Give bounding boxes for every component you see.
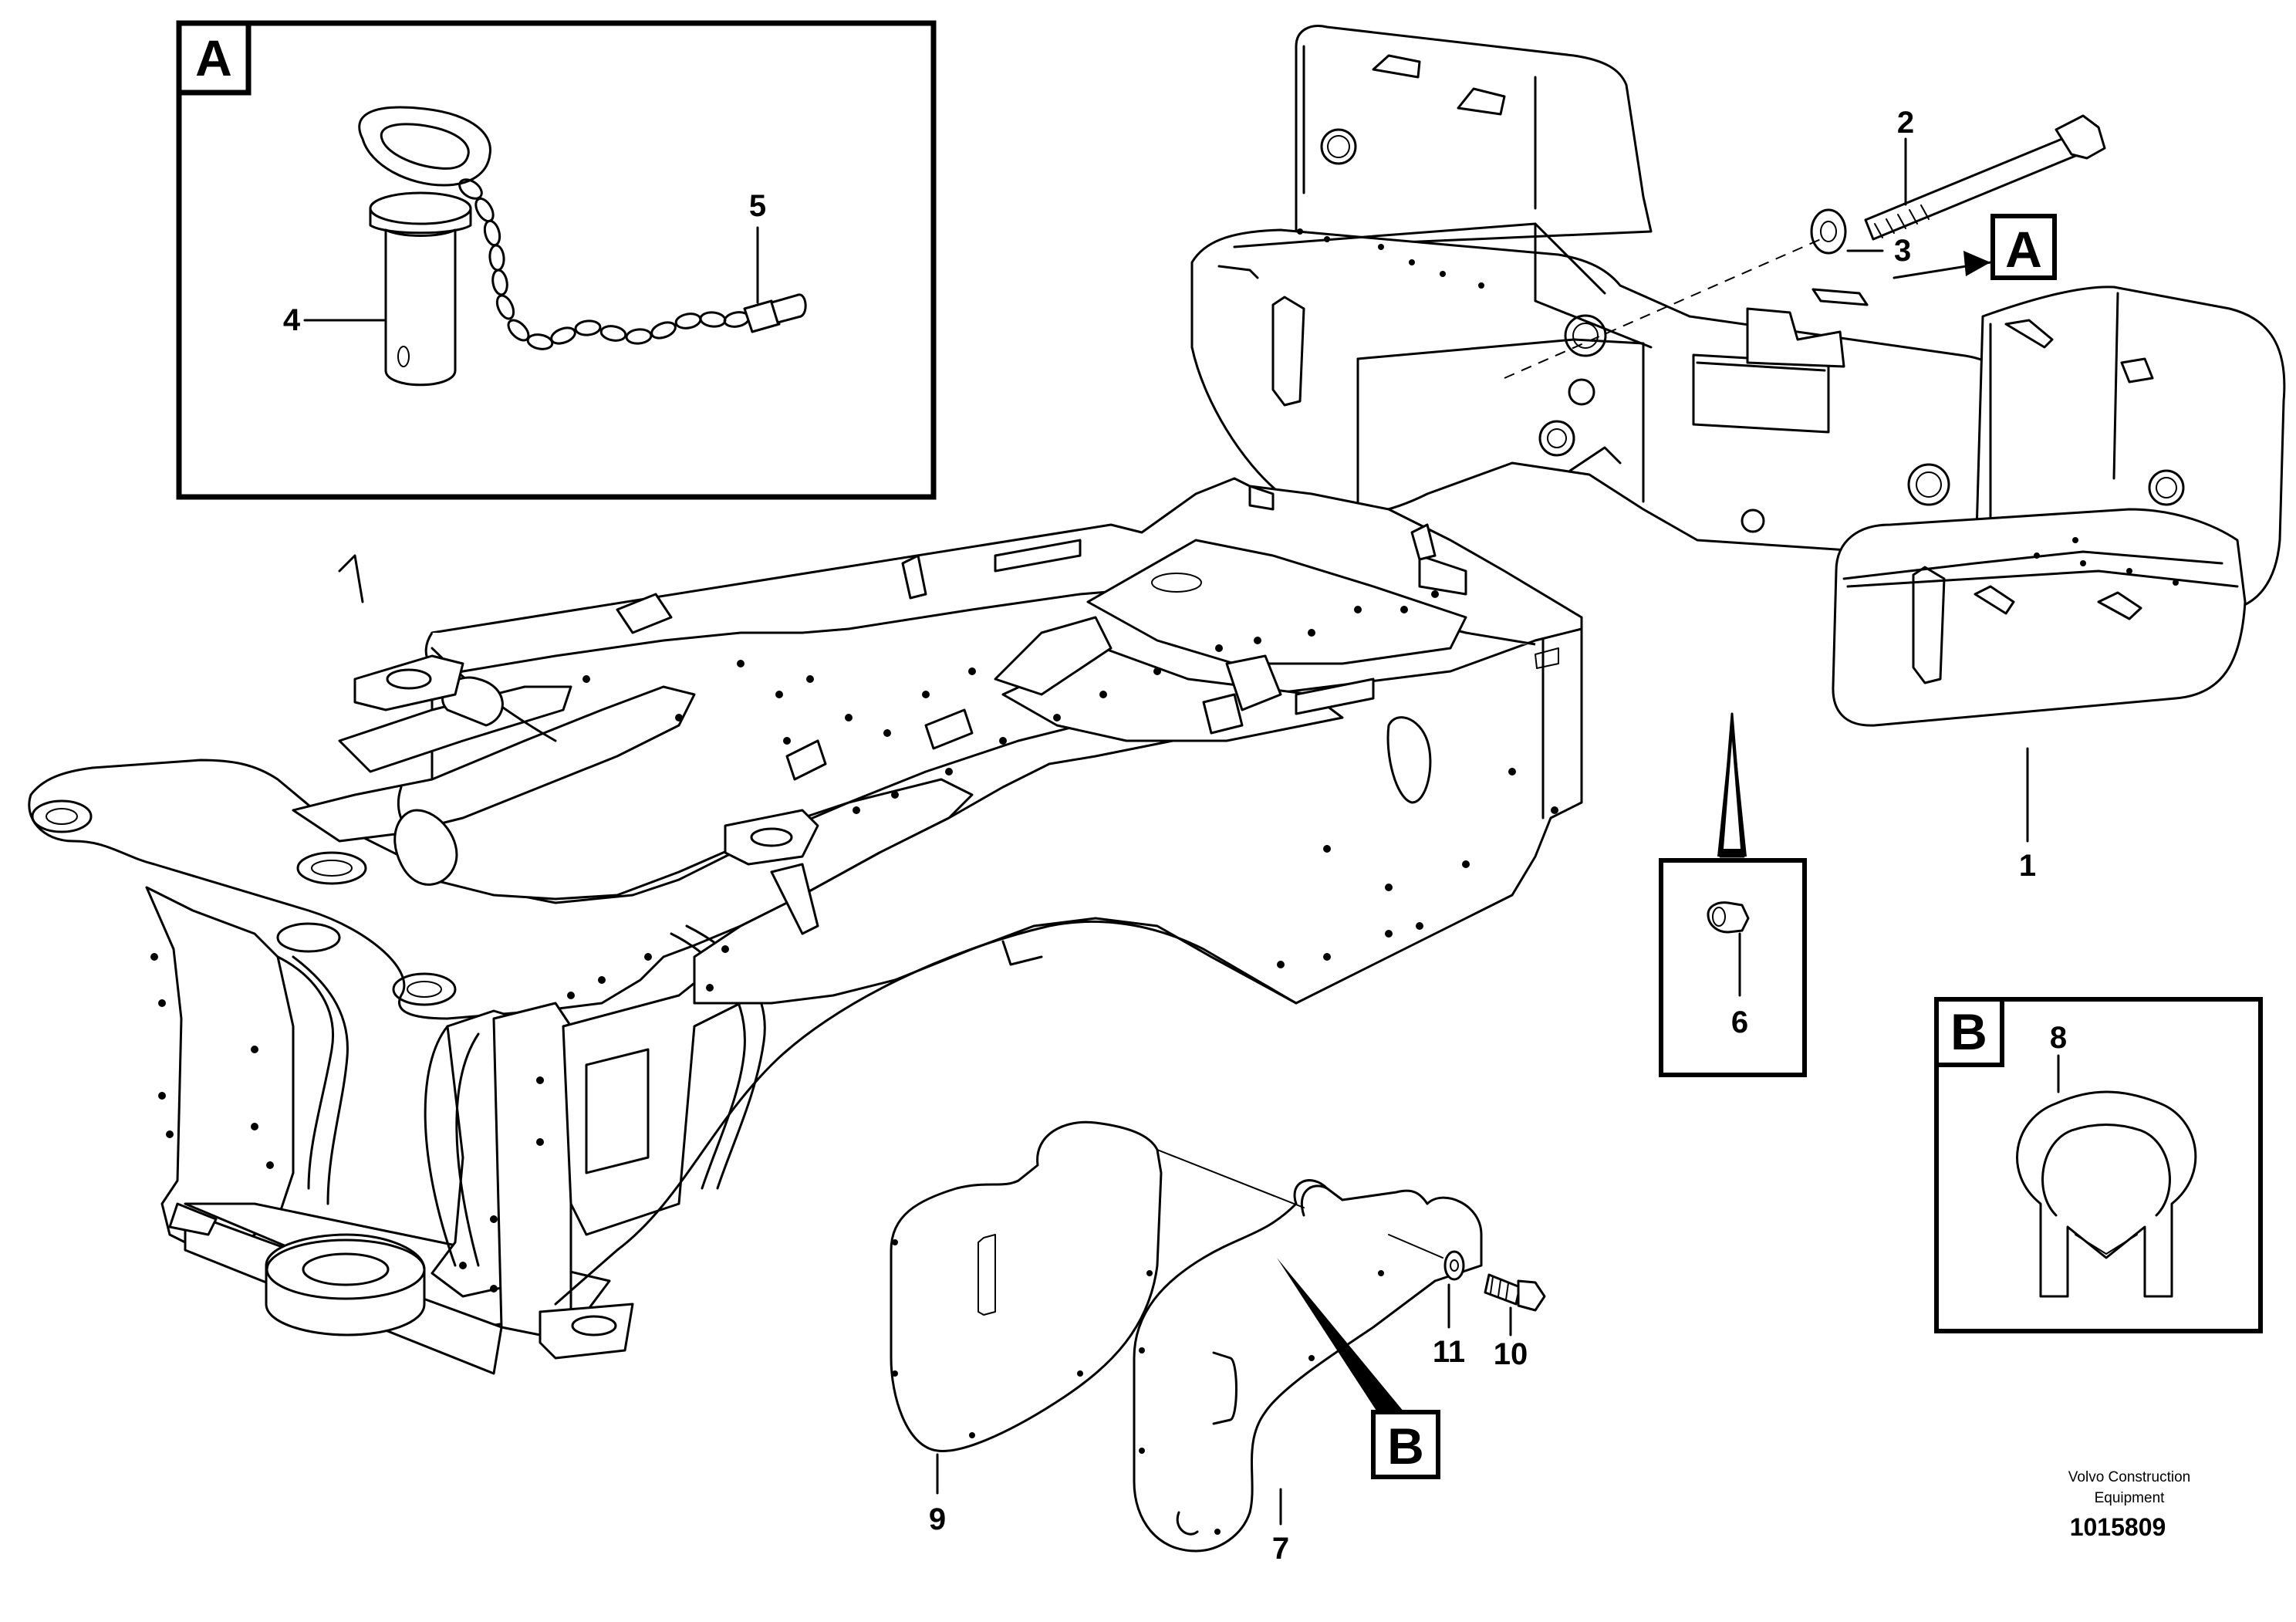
small-pin-part-5 [743,293,807,333]
callout-8: 8 [2050,1021,2067,1055]
detail-b-letter-box [1934,997,2004,1067]
lock-pin-part-4 [358,106,491,387]
document-number: 1015809 [2070,1513,2166,1541]
callout-10: 10 [1494,1337,1528,1371]
callout-11: 11 [1433,1335,1465,1369]
edge-trim-clip-part-8 [2016,1090,2197,1298]
detail-a-letter-box [176,20,252,96]
washer-part-11 [1443,1250,1465,1281]
bolt-part-10 [1484,1273,1546,1312]
callout-3: 3 [1894,234,1911,268]
callout-2: 2 [1897,106,1914,140]
panel-link-line [1156,1149,1305,1208]
callout-1: 1 [2019,849,2036,883]
fitting-part-6 [1707,901,1750,934]
detail-b-letter: B [1950,1003,1987,1060]
detail-b-pointer-letter: B [1387,1418,1424,1475]
cover-panel-part-7: 7 [1133,1179,1483,1566]
detail-b-inset: B 8 [1934,997,2263,1333]
washer-part-3 [1810,208,1847,255]
detail-b-pointer-arrow [1277,1258,1404,1424]
cover-panel-part-9: 9 [890,1120,1163,1536]
callout-5: 5 [749,189,766,223]
detail-a-pointer-box [1990,214,2057,280]
counterweight-part-1 [1190,25,2286,727]
company-name-line1: Volvo Construction [2068,1469,2190,1485]
callout-6: 6 [1731,1005,1748,1039]
detail-6-box: 6 [1659,712,1807,1077]
detail-b-pointer-box [1371,1410,1440,1479]
company-name-line2: Equipment [2095,1490,2166,1506]
callout-9: 9 [929,1502,946,1536]
detail-a-inset: A [176,20,937,500]
bolt-axis-line [1504,238,1822,379]
chain [458,178,751,350]
bolt-part-2 [1864,114,2106,241]
rear-frame [28,477,1583,1375]
callout-7: 7 [1272,1532,1289,1566]
footer: Volvo Construction Equipment 1015809 [2068,1469,2190,1541]
detail-a-pointer-letter: A [2005,221,2042,278]
detail-a-letter: A [195,29,232,86]
callout-4: 4 [283,303,301,337]
